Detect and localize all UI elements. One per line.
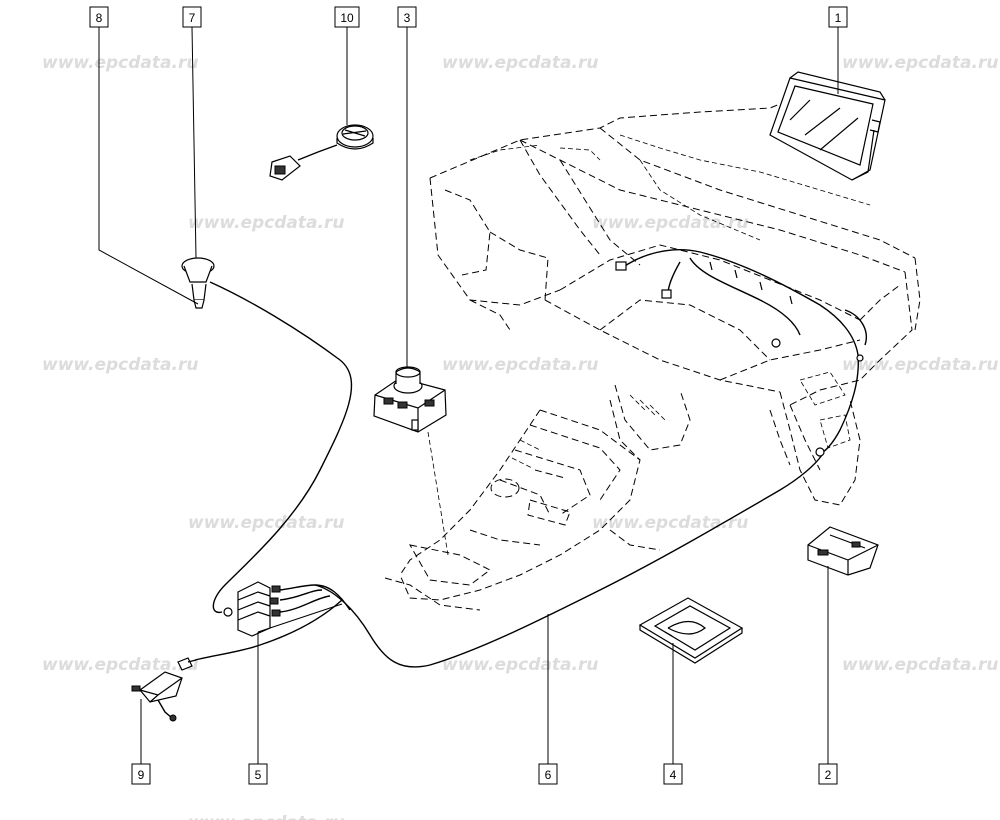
callout-1: 1	[828, 6, 848, 28]
center-console-outline	[384, 409, 661, 611]
svg-text:6: 6	[545, 768, 552, 782]
part-4-sd-card	[638, 597, 744, 664]
harness-connector	[815, 447, 825, 457]
watermark: www.epcdata.ru	[842, 53, 998, 73]
antenna-lead	[194, 599, 343, 661]
svg-text:8: 8	[96, 11, 103, 25]
watermark: www.epcdata.ru	[42, 655, 198, 675]
callout-8: 8	[89, 6, 109, 28]
watermark: www.epcdata.ru	[188, 813, 344, 820]
watermark: www.epcdata.ru	[842, 355, 998, 375]
callout-10: 10	[334, 6, 360, 28]
part-2-control-module	[807, 526, 879, 576]
part-10-speaker	[269, 124, 374, 181]
callout-2: 2	[818, 763, 838, 785]
part-9-module	[131, 657, 197, 722]
part-1-display-screen	[769, 71, 886, 181]
callout-5: 5	[248, 763, 268, 785]
watermark: www.epcdata.ru	[592, 513, 748, 533]
watermark: www.epcdata.ru	[188, 513, 344, 533]
part-3-locator	[427, 431, 449, 556]
svg-text:5: 5	[255, 768, 262, 782]
watermark: www.epcdata.ru	[442, 355, 598, 375]
callout-4: 4	[663, 763, 683, 785]
svg-text:4: 4	[670, 768, 677, 782]
watermark: www.epcdata.ru	[442, 655, 598, 675]
callout-6: 6	[538, 763, 558, 785]
watermark: www.epcdata.ru	[42, 53, 198, 73]
svg-text:1: 1	[835, 11, 842, 25]
callout-7: 7	[182, 6, 202, 28]
callout-3: 3	[397, 6, 417, 28]
watermark: www.epcdata.ru	[442, 53, 598, 73]
watermark: www.epcdata.ru	[42, 355, 198, 375]
watermark: www.epcdata.ru	[188, 213, 344, 233]
svg-text:9: 9	[138, 768, 145, 782]
part-3-control-unit	[373, 366, 447, 433]
part-6-harness	[314, 454, 823, 668]
part-7-microphone	[181, 257, 215, 309]
callout-9: 9	[131, 763, 151, 785]
dashboard-outline	[429, 99, 921, 506]
svg-text:10: 10	[340, 11, 354, 25]
svg-text:2: 2	[825, 768, 832, 782]
svg-text:3: 3	[404, 11, 411, 25]
watermark: www.epcdata.ru	[592, 213, 748, 233]
dashboard-wiring	[615, 249, 867, 456]
microphone-wire	[209, 281, 353, 614]
svg-text:7: 7	[189, 11, 196, 25]
leader-lines	[98, 26, 839, 764]
watermark: www.epcdata.ru	[842, 655, 998, 675]
watermarks: www.epcdata.ru www.epcdata.ru www.epcdat…	[42, 53, 998, 820]
